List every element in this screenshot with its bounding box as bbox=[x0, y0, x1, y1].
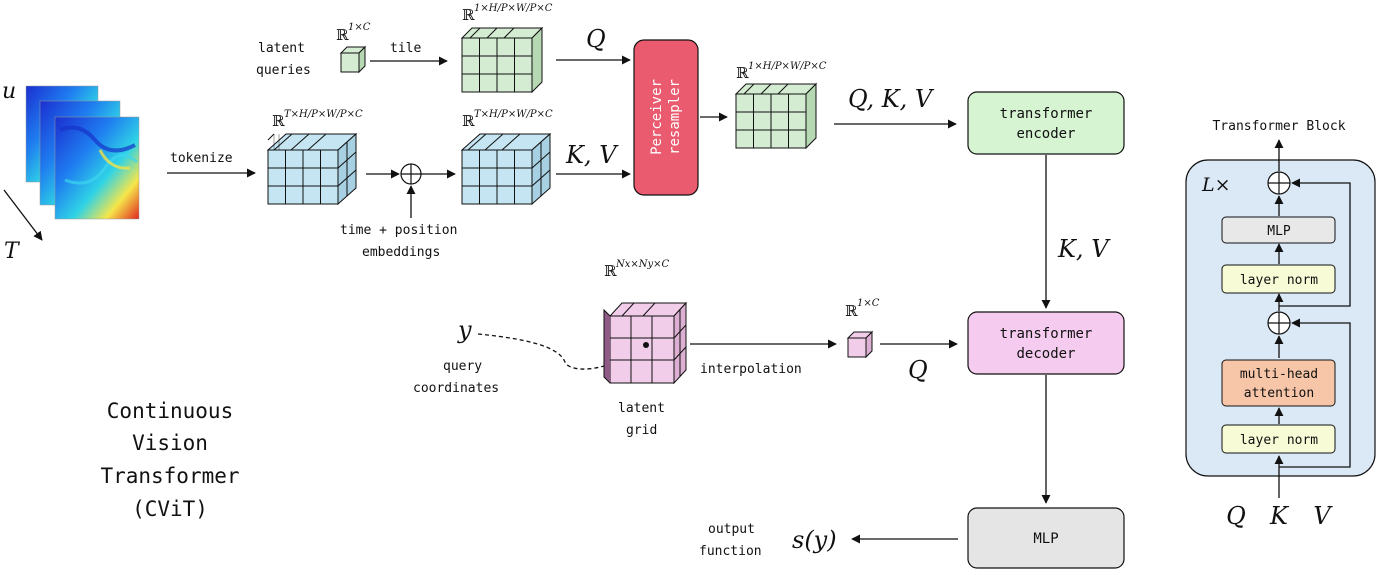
block-mlp-label: MLP bbox=[1267, 224, 1291, 239]
u-symbol: u bbox=[2, 79, 16, 104]
query-y-symbol: y bbox=[457, 316, 472, 344]
block-add-node-middle bbox=[1267, 311, 1291, 335]
decoder-kv-label: K, V bbox=[1057, 235, 1111, 263]
decoder-label-line2: decoder bbox=[1016, 346, 1075, 362]
title-line1: Continuous bbox=[107, 399, 233, 423]
latent-grid-label-line2: grid bbox=[626, 423, 657, 438]
token-space: ℝ T×H/P×W/P×C bbox=[272, 109, 363, 130]
tokenize-label: tokenize bbox=[170, 151, 233, 166]
interpolation-label: interpolation bbox=[700, 362, 802, 377]
block-norm-bottom-label: layer norm bbox=[1240, 433, 1318, 448]
tiled-space: ℝ 1×H/P×W/P×C bbox=[462, 3, 553, 24]
svg-text:1×H/P×W/P×C: 1×H/P×W/P×C bbox=[748, 61, 827, 72]
svg-text:1×C: 1×C bbox=[857, 298, 880, 309]
embedding-add-node bbox=[400, 163, 422, 185]
embedded-space: ℝ T×H/P×W/P×C bbox=[462, 109, 553, 130]
tile-label: tile bbox=[390, 41, 421, 56]
svg-text:ℝ: ℝ bbox=[604, 262, 617, 280]
latent-grid-space: ℝ Nx×Ny×C bbox=[604, 259, 670, 280]
svg-text:1×C: 1×C bbox=[348, 22, 371, 33]
transformer-encoder-box bbox=[967, 91, 1125, 155]
interpolated-space: ℝ 1×C bbox=[845, 298, 880, 320]
latent-queries-label-line2: queries bbox=[256, 63, 311, 78]
latent-queries-label-line1: latent bbox=[258, 41, 305, 56]
query-label-line2: coordinates bbox=[413, 381, 499, 396]
tiled-queries-block bbox=[460, 26, 544, 94]
svg-text:Nx×Ny×C: Nx×Ny×C bbox=[615, 259, 670, 270]
svg-text:ℝ: ℝ bbox=[462, 6, 475, 24]
title-line4: (CViT) bbox=[132, 497, 208, 521]
block-norm-top-box bbox=[1221, 264, 1336, 294]
decoder-label-line1: transformer bbox=[1000, 326, 1093, 342]
mlp-box bbox=[967, 507, 1125, 569]
encoder-qkv-label: Q, K, V bbox=[848, 85, 935, 113]
block-input-q: Q bbox=[1226, 502, 1246, 530]
residual-skip-2 bbox=[1279, 178, 1351, 307]
block-attention-label-line1: multi-head bbox=[1240, 367, 1318, 382]
query-path bbox=[477, 333, 646, 370]
t-symbol: T bbox=[4, 239, 21, 264]
perceiver-kv-label: K, V bbox=[565, 141, 619, 169]
block-mlp-box bbox=[1221, 216, 1336, 244]
output-label-line2: function bbox=[699, 544, 762, 559]
block-norm-bottom-box bbox=[1221, 424, 1336, 454]
perceiver-resampler-box bbox=[633, 39, 699, 196]
block-attention-box bbox=[1221, 359, 1336, 407]
perceiver-q-label: Q bbox=[586, 25, 606, 53]
block-norm-top-label: layer norm bbox=[1240, 273, 1318, 288]
block-add-node-top bbox=[1267, 171, 1291, 195]
residual-skip-1 bbox=[1279, 318, 1351, 468]
perceiver-label-line2: resampler bbox=[667, 79, 683, 155]
encoder-label-line2: encoder bbox=[1016, 126, 1075, 142]
encoder-label-line1: transformer bbox=[1000, 106, 1093, 122]
token-block bbox=[266, 132, 358, 206]
svg-text:1×H/P×W/P×C: 1×H/P×W/P×C bbox=[474, 3, 553, 14]
svg-text:T×H/P×W/P×C: T×H/P×W/P×C bbox=[284, 109, 363, 120]
query-label-line1: query bbox=[443, 359, 482, 374]
svg-text:T×H/P×W/P×C: T×H/P×W/P×C bbox=[474, 109, 553, 120]
latent-query-cube bbox=[339, 45, 367, 74]
svg-text:ℝ: ℝ bbox=[336, 26, 349, 44]
output-symbol: s(y) bbox=[792, 526, 837, 554]
decoder-q-label: Q bbox=[908, 356, 928, 384]
input-field-stack bbox=[25, 85, 140, 220]
embeddings-label-line2: embeddings bbox=[362, 245, 440, 260]
output-label-line1: output bbox=[708, 522, 755, 537]
block-input-v: V bbox=[1313, 502, 1333, 530]
embeddings-label-line1: time + position bbox=[340, 223, 457, 238]
svg-text:ℝ: ℝ bbox=[845, 302, 858, 320]
transformer-block-title: Transformer Block bbox=[1212, 119, 1345, 134]
title-line3: Transformer bbox=[100, 464, 239, 488]
svg-text:ℝ: ℝ bbox=[462, 112, 475, 130]
latent-grid-label-line1: latent bbox=[618, 401, 665, 416]
block-repeat-label: L× bbox=[1201, 174, 1231, 196]
time-axis-arrow bbox=[3, 189, 43, 241]
resampled-space: ℝ 1×H/P×W/P×C bbox=[736, 61, 827, 82]
interpolated-cube bbox=[846, 330, 874, 359]
transformer-decoder-box bbox=[967, 311, 1125, 375]
svg-text:ℝ: ℝ bbox=[736, 64, 749, 82]
mlp-label: MLP bbox=[1033, 531, 1058, 547]
svg-text:ℝ: ℝ bbox=[272, 112, 285, 130]
block-attention-label-line2: attention bbox=[1244, 386, 1314, 401]
latent-grid-block bbox=[603, 301, 688, 385]
latent-query-space: ℝ 1×C bbox=[336, 22, 371, 44]
perceiver-label-line1: Perceiver bbox=[649, 79, 665, 155]
embedded-block bbox=[460, 132, 552, 206]
resampled-block bbox=[734, 82, 818, 150]
title-line2: Vision bbox=[132, 431, 208, 455]
block-input-k: K bbox=[1269, 502, 1290, 530]
